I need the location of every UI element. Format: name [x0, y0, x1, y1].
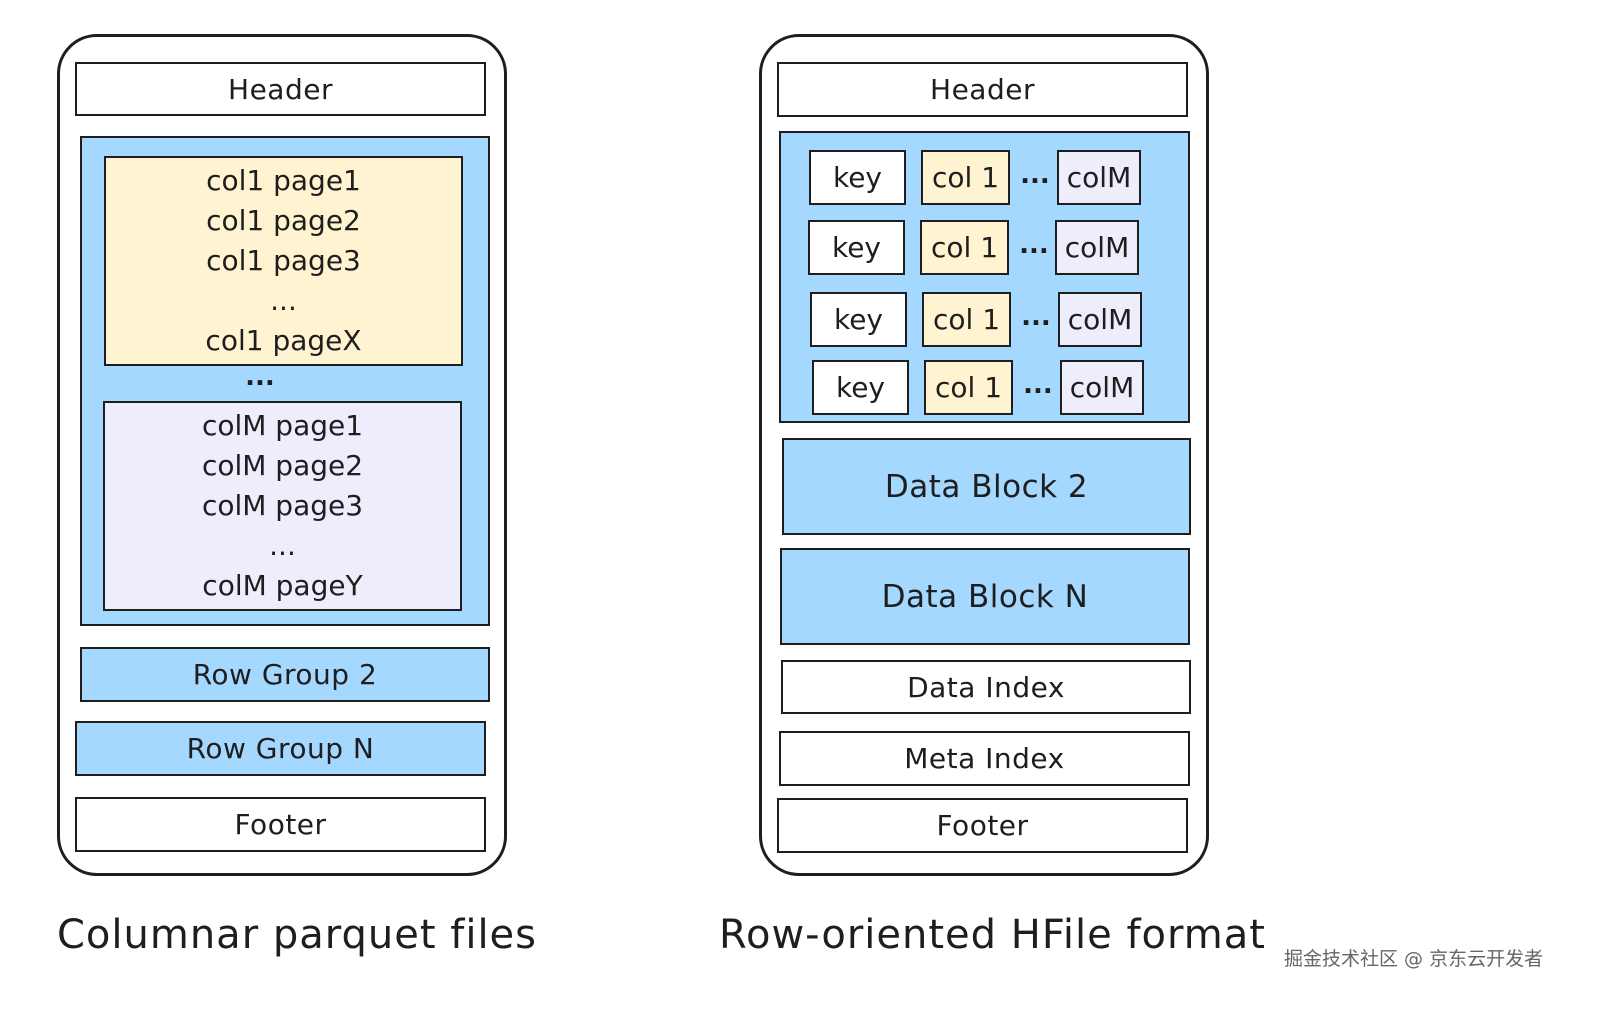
colm-page-y: colM pageY — [202, 569, 363, 602]
hfile-header: Header — [777, 62, 1188, 117]
parquet-row-group-2: Row Group 2 — [80, 647, 490, 702]
colm-page-1: colM page1 — [201, 409, 364, 442]
parquet-column-chunk-1: col1 page1 col1 page2 col1 page3 ... col… — [104, 156, 463, 366]
hfile-row-1-ellipsis: ... — [1020, 160, 1050, 190]
col1-page-2: col1 page2 — [206, 204, 361, 237]
watermark: 掘金技术社区 @ 京东云开发者 — [1284, 948, 1544, 970]
col1-page-1: col1 page1 — [206, 164, 361, 197]
hfile-data-block-n: Data Block N — [780, 548, 1190, 645]
parquet-row-group-n: Row Group N — [75, 721, 486, 776]
hfile-row-2-col1: col 1 — [920, 220, 1009, 275]
colm-page-3: colM page3 — [201, 489, 364, 522]
hfile-row-4-ellipsis: ... — [1023, 370, 1053, 400]
hfile-row-3-col1: col 1 — [922, 292, 1011, 347]
hfile-row-3-colm: colM — [1058, 292, 1142, 347]
hfile-footer: Footer — [777, 798, 1188, 853]
hfile-row-1-key: key — [809, 150, 906, 205]
hfile-meta-index: Meta Index — [779, 731, 1190, 786]
parquet-footer: Footer — [75, 797, 486, 852]
hfile-row-1-colm: colM — [1057, 150, 1141, 205]
hfile-row-4-col1: col 1 — [924, 360, 1013, 415]
parquet-caption: Columnar parquet files — [57, 912, 538, 958]
hfile-row-2-key: key — [808, 220, 905, 275]
parquet-header: Header — [75, 62, 486, 116]
hfile-row-4-key: key — [812, 360, 909, 415]
col1-page-3: col1 page3 — [206, 244, 361, 277]
hfile-row-2-colm: colM — [1055, 220, 1139, 275]
hfile-caption: Row-oriented HFile format — [719, 912, 1266, 958]
hfile-row-3-ellipsis: ... — [1021, 302, 1051, 332]
hfile-row-3-key: key — [810, 292, 907, 347]
between-chunks-ellipsis: ... — [245, 362, 275, 392]
hfile-data-index: Data Index — [781, 660, 1191, 714]
hfile-data-block-2: Data Block 2 — [782, 438, 1191, 535]
colm-page-2: colM page2 — [201, 449, 364, 482]
hfile-row-1-col1: col 1 — [921, 150, 1010, 205]
hfile-row-4-colm: colM — [1060, 360, 1144, 415]
colm-page-ellipsis: ... — [269, 529, 296, 562]
hfile-row-2-ellipsis: ... — [1019, 230, 1049, 260]
parquet-column-chunk-m: colM page1 colM page2 colM page3 ... col… — [103, 401, 462, 611]
col1-page-x: col1 pageX — [205, 324, 362, 357]
col1-page-ellipsis: ... — [270, 284, 297, 317]
